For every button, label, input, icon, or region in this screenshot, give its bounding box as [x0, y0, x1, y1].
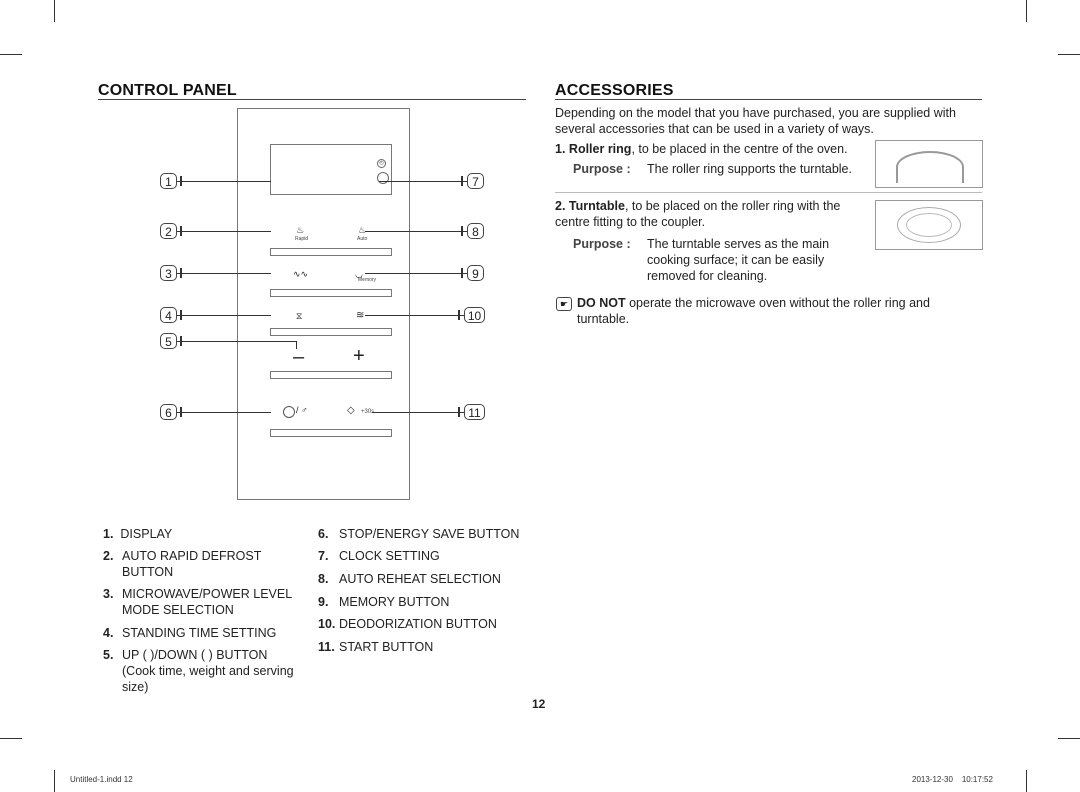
callout-2: 2 [160, 223, 177, 239]
microwave-icon: ∿∿ [293, 269, 309, 279]
crop-mark [54, 0, 55, 22]
callout-tick [180, 407, 182, 417]
callout-tick [458, 310, 460, 320]
legend-item: 4.STANDING TIME SETTING [103, 626, 277, 640]
crop-mark [54, 770, 55, 792]
purpose-text: The turntable serves as the main cooking… [647, 237, 830, 283]
crop-mark [1058, 54, 1080, 55]
callout-line [365, 231, 467, 232]
control-panel-diagram: ◴ ♨ Rapid ♨ Auto ∿∿ ◡ Memory ⧖ ≋ – + / ♂… [237, 108, 410, 500]
callout-8: 8 [467, 223, 484, 239]
defrost-icon: ♨ [296, 225, 305, 235]
standing-deodor-button[interactable] [270, 328, 392, 336]
up-down-button[interactable] [270, 371, 392, 379]
reheat-icon: ♨ [358, 225, 367, 235]
callout-4: 4 [160, 307, 177, 323]
crop-mark [1026, 0, 1027, 22]
crop-mark [0, 54, 22, 55]
callout-11: 11 [464, 404, 485, 420]
energy-save-icon: / ♂ [296, 405, 308, 415]
accessory-turntable: 2. Turntable, to be placed on the roller… [555, 199, 841, 229]
up-icon[interactable]: + [353, 345, 365, 367]
callout-tick [180, 310, 182, 320]
callout-tick [461, 268, 463, 278]
legend-item: 6.STOP/ENERGY SAVE BUTTON [318, 527, 520, 541]
standing-time-icon: ⧖ [296, 311, 303, 321]
callout-tick [458, 407, 460, 417]
legend-item: 9.MEMORY BUTTON [318, 595, 450, 609]
callout-5: 5 [160, 333, 177, 349]
clock-icon: ◴ [377, 159, 386, 168]
memory-icon: ◡ [355, 269, 363, 279]
purpose-label: Purpose : [573, 237, 631, 251]
turntable-shape [897, 207, 961, 243]
legend-item: 11.START BUTTON [318, 640, 434, 654]
turntable-inner [906, 213, 952, 237]
legend-item: 1. DISPLAY [103, 527, 173, 541]
callout-line [177, 341, 297, 342]
callout-line [372, 412, 464, 413]
legend-item: 2.AUTO RAPID DEFROST BUTTON [103, 549, 262, 579]
divider [555, 192, 982, 193]
title-rule [555, 99, 982, 100]
callout-line [177, 231, 271, 232]
callout-line [177, 412, 271, 413]
crop-mark [1058, 738, 1080, 739]
callout-7: 7 [467, 173, 484, 189]
callout-3: 3 [160, 265, 177, 281]
callout-line [177, 315, 271, 316]
auto-label: Auto [357, 236, 368, 242]
crop-mark [0, 738, 22, 739]
crop-mark [1026, 770, 1027, 792]
legend-item: 10.DEODORIZATION BUTTON [318, 617, 497, 631]
callout-line [365, 315, 464, 316]
start-icon[interactable]: ◇ [347, 405, 355, 416]
callout-tick [296, 341, 297, 349]
defrost-reheat-button[interactable] [270, 248, 392, 256]
memory-label: Memory [358, 277, 377, 283]
title-rule [98, 99, 526, 100]
clock-button-icon[interactable] [377, 172, 389, 184]
deodorization-icon: ≋ [356, 310, 365, 321]
note-hand-icon: ☛ [556, 297, 572, 311]
accessories-title: ACCESSORIES [555, 82, 674, 99]
callout-tick [461, 226, 463, 236]
plus30-label: +30s [361, 409, 375, 415]
stop-start-button[interactable] [270, 429, 392, 437]
display-window: ◴ [270, 144, 392, 195]
legend-item: 3.MICROWAVE/POWER LEVEL MODE SELECTION [103, 587, 292, 617]
turntable-image [875, 200, 983, 250]
callout-tick [180, 226, 182, 236]
callout-tick [180, 268, 182, 278]
callout-1: 1 [160, 173, 177, 189]
purpose-text: The roller ring supports the turntable. [647, 162, 852, 176]
callout-line [177, 181, 271, 182]
callout-6: 6 [160, 404, 177, 420]
callout-line [379, 181, 467, 182]
callout-tick [180, 176, 182, 186]
stop-icon[interactable] [283, 406, 295, 418]
accessories-intro: Depending on the model that you have pur… [555, 106, 956, 136]
legend-item: 5.UP ( )/DOWN ( ) BUTTON (Cook time, wei… [103, 648, 294, 694]
down-icon[interactable]: – [293, 346, 305, 368]
control-panel-title: CONTROL PANEL [98, 82, 237, 99]
callout-line [365, 273, 467, 274]
callout-tick [461, 176, 463, 186]
legend-item: 7.CLOCK SETTING [318, 549, 440, 563]
callout-10: 10 [464, 307, 485, 323]
callout-tick [180, 336, 182, 346]
accessory-roller-ring: 1. Roller ring, to be placed in the cent… [555, 142, 848, 156]
footer-timestamp: 2013-12-30 10:17:52 [912, 775, 993, 784]
power-memory-button[interactable] [270, 289, 392, 297]
callout-line [177, 273, 271, 274]
roller-ring-image [875, 140, 983, 188]
rapid-label: Rapid [295, 236, 309, 242]
roller-ring-shape [896, 151, 964, 183]
footer-filename: Untitled-1.indd 12 [70, 775, 133, 784]
legend-item: 8.AUTO REHEAT SELECTION [318, 572, 501, 586]
purpose-label: Purpose : [573, 162, 631, 176]
warning-note: DO NOT operate the microwave oven withou… [577, 296, 930, 326]
callout-9: 9 [467, 265, 484, 281]
page-number: 12 [532, 697, 546, 711]
